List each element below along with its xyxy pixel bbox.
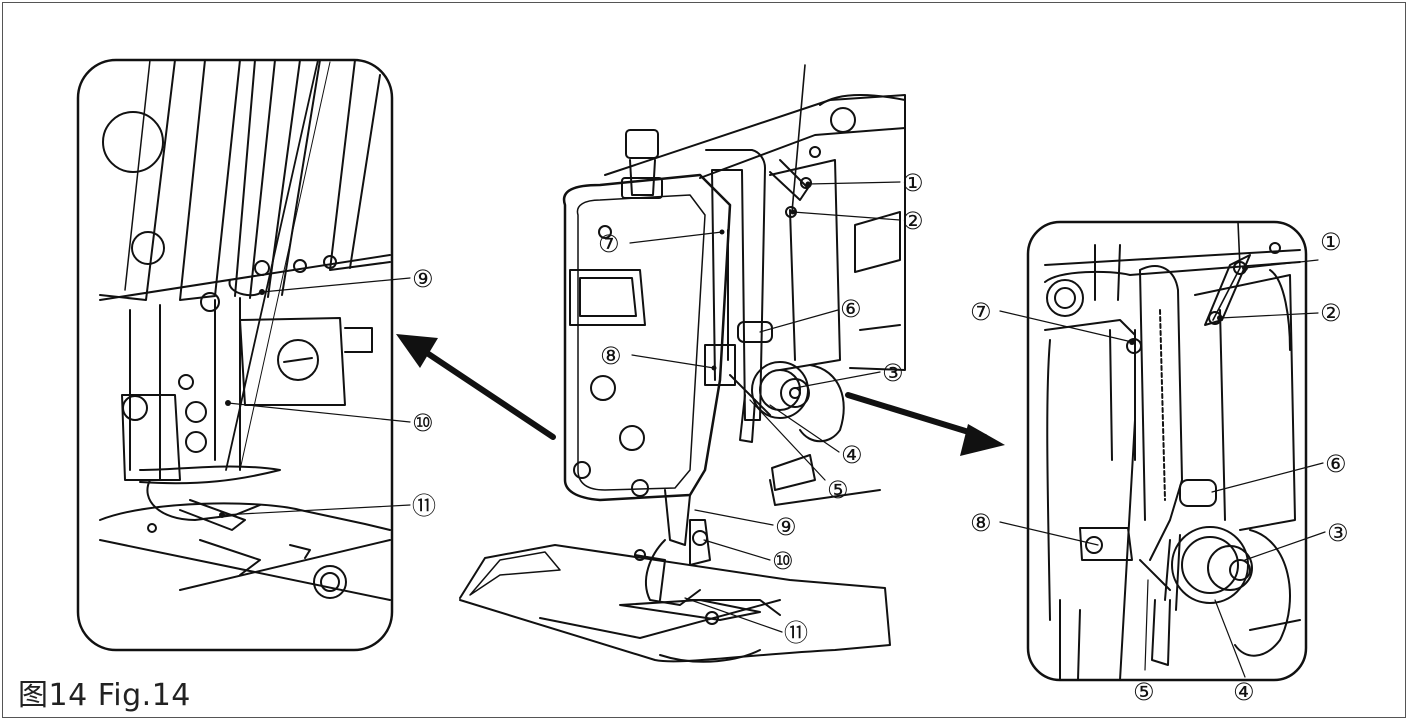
arrow-head-left xyxy=(396,334,438,368)
left-label-11: ⑪ xyxy=(412,492,436,520)
right-label-7: ⑦ xyxy=(970,298,992,326)
right-label-3: ③ xyxy=(1327,519,1349,547)
center-label-4: ④ xyxy=(841,441,863,469)
center-label-2: ② xyxy=(902,207,924,235)
center-label-9: ⑨ xyxy=(775,513,797,541)
right-label-4: ④ xyxy=(1233,678,1255,706)
right-label-1: ① xyxy=(1320,228,1342,256)
figure-caption: 图14 Fig.14 xyxy=(18,678,191,713)
right-label-6: ⑥ xyxy=(1325,450,1347,478)
leader-lines xyxy=(221,181,1326,678)
right-label-5: ⑤ xyxy=(1133,678,1155,706)
center-label-7: ⑦ xyxy=(598,230,620,258)
right-label-2: ② xyxy=(1320,299,1342,327)
center-label-8: ⑧ xyxy=(600,342,622,370)
center-label-6: ⑥ xyxy=(840,295,862,323)
center-machine-drawing xyxy=(459,64,906,663)
right-label-8: ⑧ xyxy=(970,509,992,537)
left-label-10: ⑩ xyxy=(412,409,434,437)
leader-dots xyxy=(219,181,1248,518)
center-label-1: ① xyxy=(902,169,924,197)
right-detail-inset xyxy=(1026,220,1308,682)
center-label-5: ⑤ xyxy=(827,476,849,504)
arrow-to-right-inset xyxy=(845,392,988,440)
arrow-to-left-inset xyxy=(412,342,556,440)
center-label-11: ⑪ xyxy=(784,619,808,647)
left-label-9: ⑨ xyxy=(412,265,434,293)
arrow-head-right xyxy=(960,424,1005,456)
center-label-3: ③ xyxy=(882,359,904,387)
left-detail-inset xyxy=(76,58,394,652)
center-label-10: ⑩ xyxy=(772,547,794,575)
